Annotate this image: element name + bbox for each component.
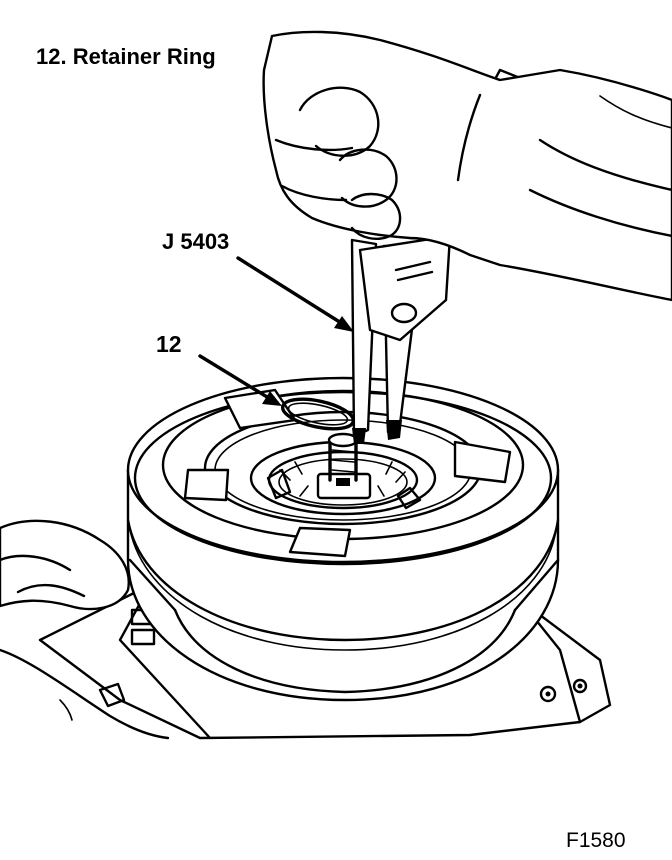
bracket-hole: [539, 685, 557, 703]
pulley-spoke: [288, 526, 352, 558]
pliers-pivot: [390, 302, 418, 324]
pulley-face: [126, 376, 560, 564]
leader-arrow-tool: [236, 256, 354, 332]
callout-part-label: 12: [156, 331, 182, 357]
figure-id: F1580: [566, 829, 626, 852]
leader-arrow-part: [198, 354, 282, 406]
bracket-tab: [130, 628, 156, 646]
bracket-hole: [572, 678, 588, 694]
pulley-spoke: [453, 440, 512, 484]
pulley-spoke: [183, 468, 230, 502]
right-hand: [262, 30, 672, 302]
pulley-assembly: [126, 376, 560, 702]
figure-caption: 12. Retainer Ring: [36, 44, 216, 69]
callout-tool-label: J 5403: [162, 229, 230, 254]
pliers-pivot-body: [358, 234, 452, 342]
left-hand: [0, 519, 170, 740]
